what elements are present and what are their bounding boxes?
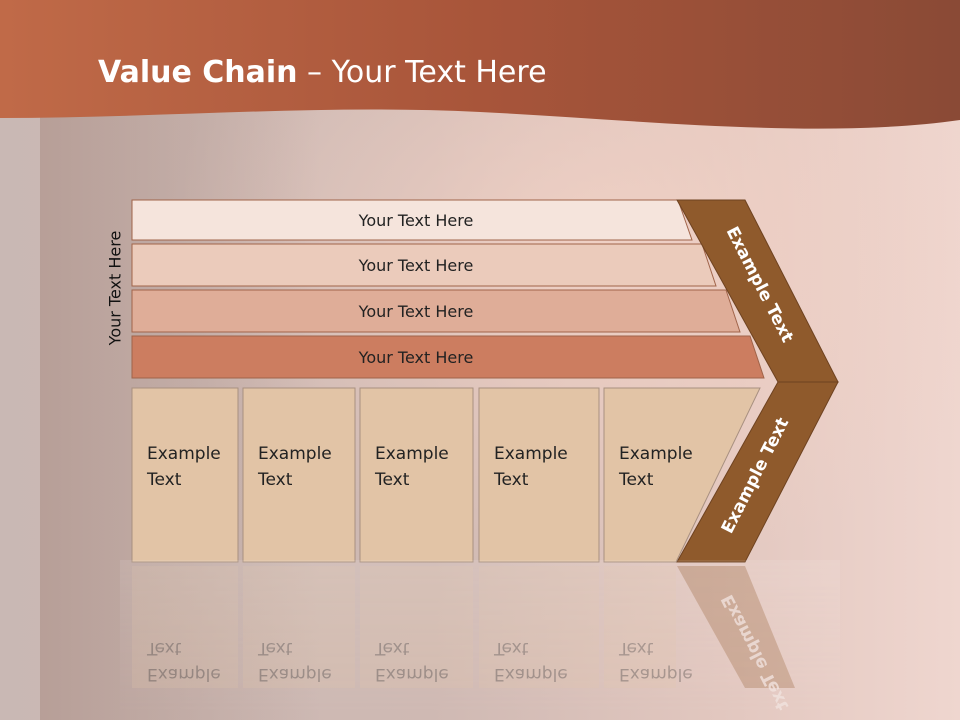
slide-title-rest: – Your Text Here [297, 55, 547, 90]
column-shape [478, 387, 600, 563]
slide-title-bold: Value Chain [98, 55, 298, 90]
row-label: Your Text Here [358, 256, 474, 275]
row-shape [131, 335, 765, 379]
column-shape [131, 387, 239, 563]
row-shape [131, 199, 693, 241]
column-shape [242, 387, 356, 563]
row-label: Your Text Here [358, 211, 474, 230]
row-shape [131, 289, 741, 333]
slide-title: Value Chain – Your Text Here [98, 55, 547, 90]
row-label: Your Text Here [358, 348, 474, 367]
row-shape [131, 243, 717, 287]
row-label: Your Text Here [358, 302, 474, 321]
header-band [0, 0, 960, 129]
